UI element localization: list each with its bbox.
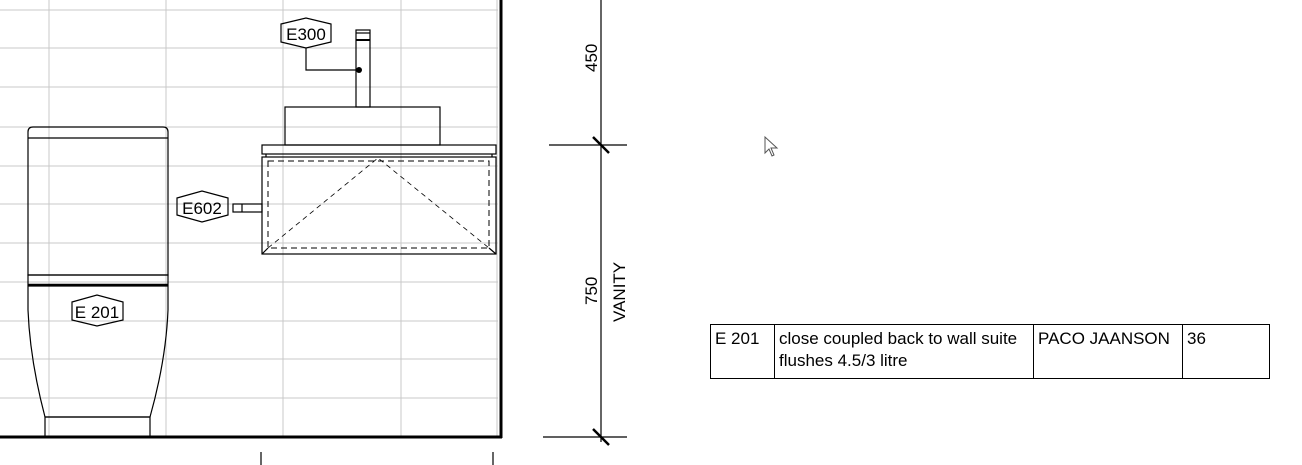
- table-row: E 201 close coupled back to wall suite f…: [710, 324, 1270, 379]
- tag-e602[interactable]: E602: [176, 190, 229, 223]
- dimension-label-vanity: VANITY: [610, 262, 629, 322]
- schedule-table: E 201 close coupled back to wall suite f…: [710, 324, 1270, 379]
- tag-e602-label: E602: [182, 199, 222, 218]
- tag-e300[interactable]: E300: [280, 17, 332, 49]
- description-line-1: close coupled back to wall suite: [779, 329, 1018, 348]
- cell-qty: 36: [1182, 324, 1270, 379]
- tile-grid: [0, 0, 498, 436]
- cell-code: E 201: [710, 324, 775, 379]
- toilet-suite: [27, 126, 169, 438]
- mouse-cursor-icon: [764, 135, 779, 157]
- tag-e201-label: E 201: [75, 303, 119, 322]
- tag-e300-label: E300: [286, 25, 326, 44]
- waste-pipe: [232, 203, 263, 213]
- cell-manufacturer: PACO JAANSON: [1033, 324, 1183, 379]
- description-line-2: flushes 4.5/3 litre: [779, 351, 908, 370]
- tag-e201[interactable]: E 201: [71, 294, 124, 327]
- dimension-750: 750: [582, 277, 601, 305]
- cell-description: close coupled back to wall suite flushes…: [774, 324, 1034, 379]
- dimension-450: 450: [582, 44, 601, 72]
- tag-e300-leader: [305, 48, 359, 71]
- basin: [284, 106, 441, 146]
- vanity-unit: [261, 144, 497, 255]
- dimension-string: 450 750 VANITY: [543, 0, 629, 446]
- leader-dot: [356, 67, 362, 73]
